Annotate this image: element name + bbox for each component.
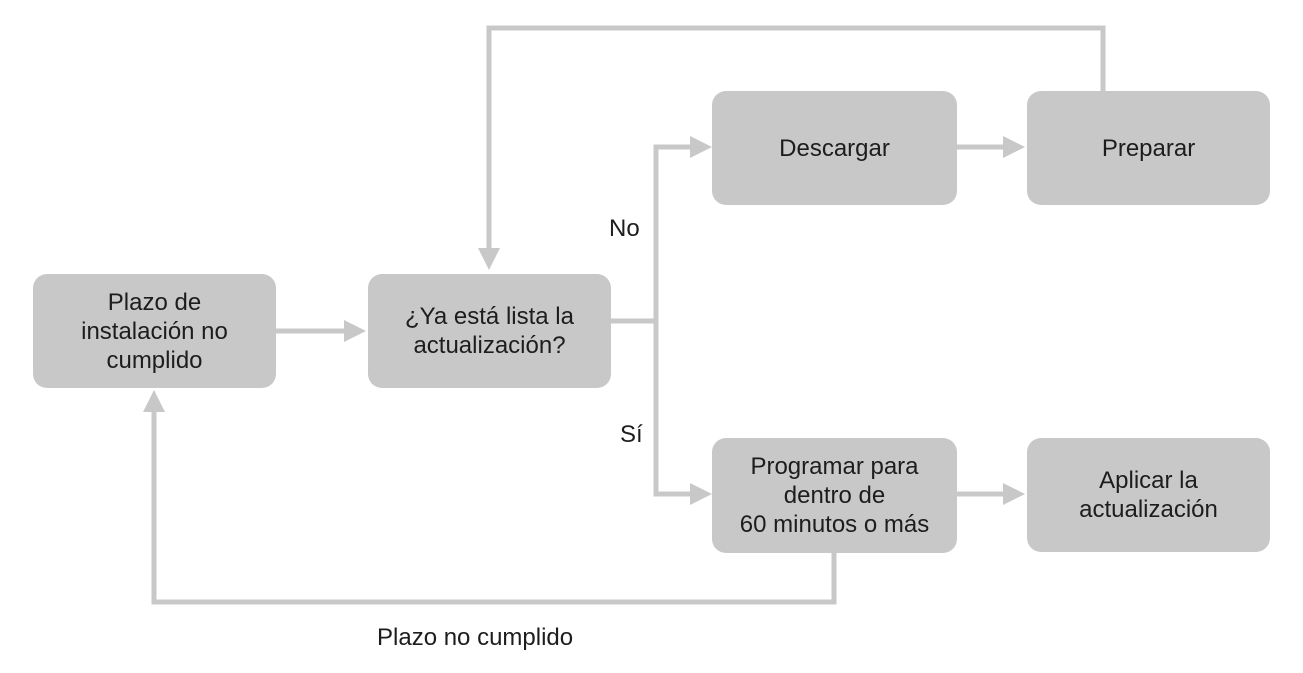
arrow-yes-branch — [653, 321, 698, 497]
node-apply: Aplicar la actualización — [1027, 438, 1270, 552]
arrowhead-schedule-to-apply — [1003, 483, 1025, 505]
arrowhead-prepare-loop — [478, 248, 500, 270]
edge-label-yes: Sí — [620, 421, 643, 448]
edge-label-no: No — [609, 215, 640, 242]
arrow-prepare-loop — [486, 25, 1106, 256]
node-download-label: Descargar — [779, 134, 890, 162]
node-schedule: Programar para dentro de 60 minutos o má… — [712, 438, 957, 553]
node-deadline-missed-label: Plazo de instalación no cumplido — [81, 288, 228, 374]
arrow-no-branch — [653, 144, 698, 321]
arrowhead-download-to-prepare — [1003, 136, 1025, 158]
arrowhead-deadline-to-ready — [344, 320, 366, 342]
arrowhead-no-branch — [690, 136, 712, 158]
edge-label-deadline-not-met: Plazo no cumplido — [377, 624, 574, 651]
arrow-deadline-not-met-loop — [151, 403, 837, 605]
node-deadline-missed: Plazo de instalación no cumplido — [33, 274, 276, 388]
node-apply-label: Aplicar la actualización — [1079, 467, 1218, 523]
arrowhead-deadline-not-met-loop — [143, 390, 165, 412]
node-schedule-label: Programar para dentro de 60 minutos o má… — [739, 453, 930, 538]
node-prepare-label: Preparar — [1101, 134, 1196, 162]
node-prepare: Preparar — [1027, 91, 1270, 205]
arrowhead-yes-branch — [690, 483, 712, 505]
node-update-ready: ¿Ya está lista la actualización? — [368, 274, 611, 388]
node-download: Descargar — [712, 91, 957, 205]
node-update-ready-label: ¿Ya está lista la actualización? — [405, 303, 574, 359]
